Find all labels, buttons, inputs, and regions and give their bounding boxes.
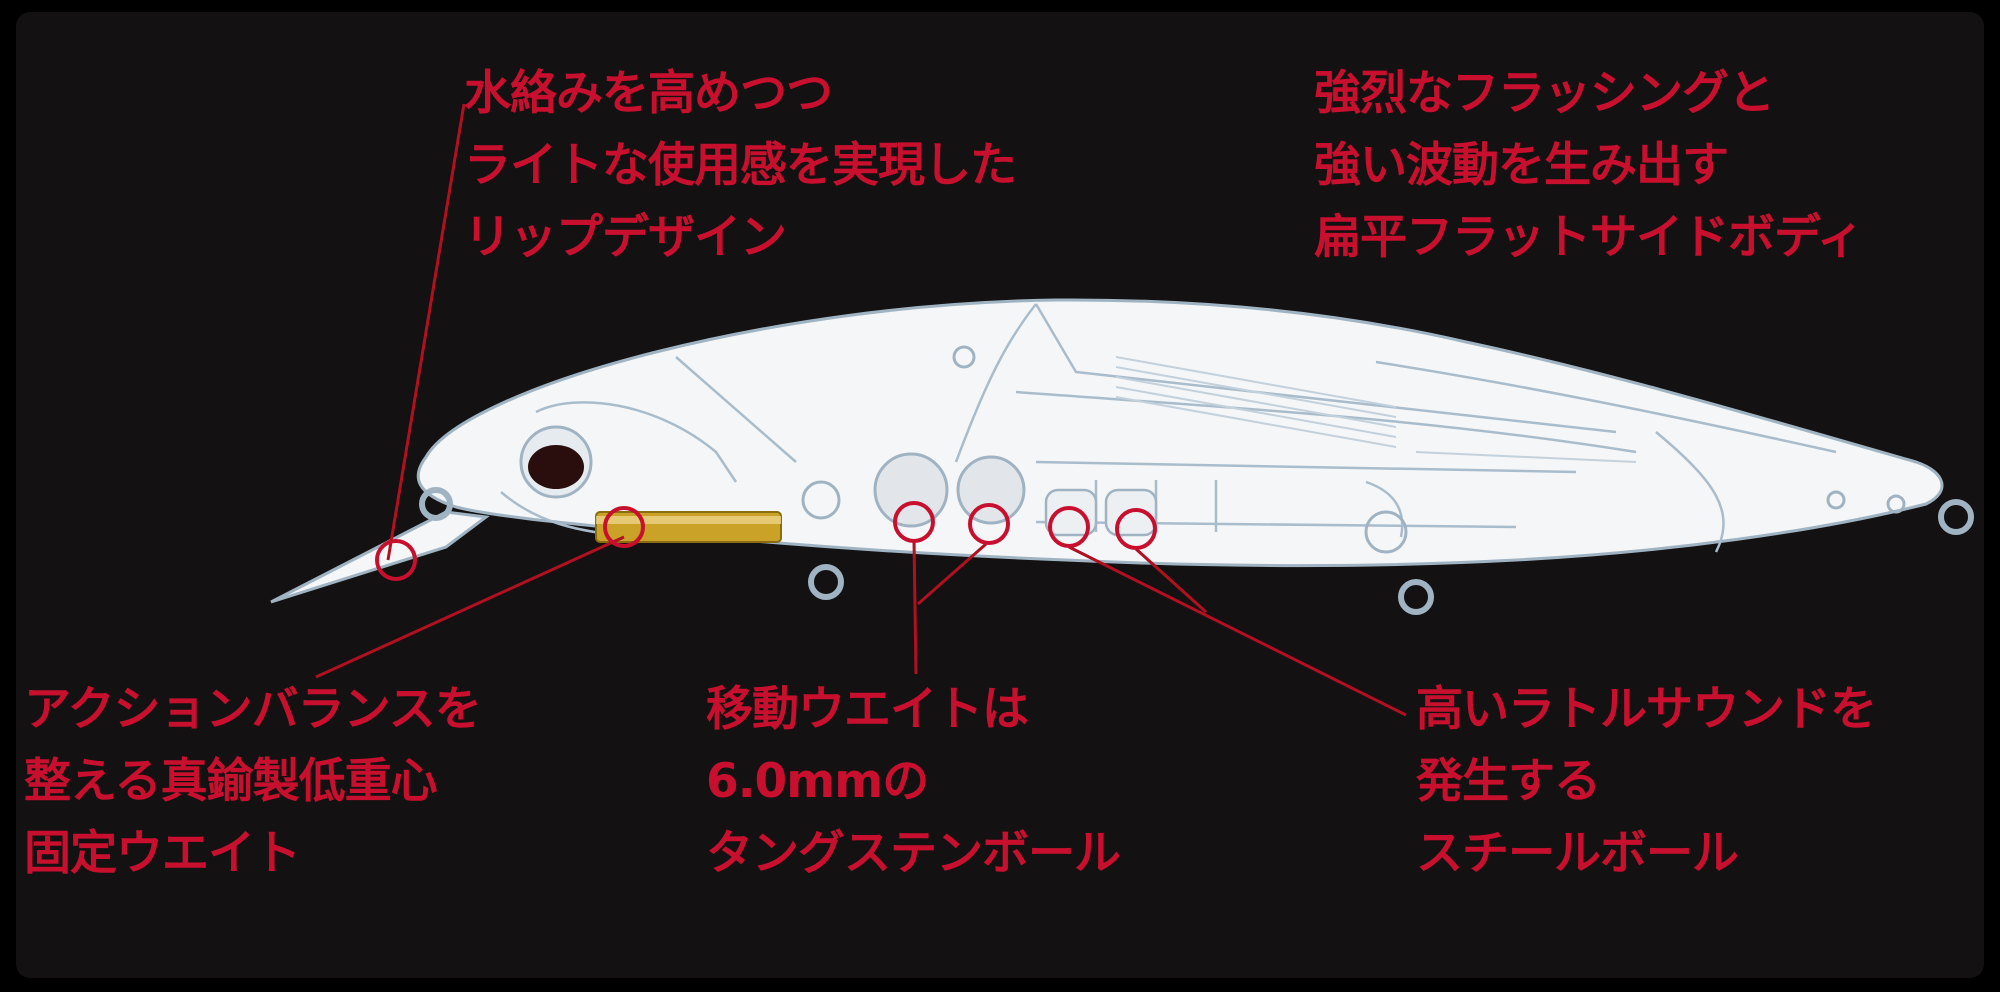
callout-line-steel-1	[1068, 545, 1407, 717]
label-fixed-weight: アクションバランスを 整える真鍮製低重心 固定ウエイト	[24, 682, 482, 881]
lure-illustration	[270, 298, 1974, 615]
label-flat-side-body: 強烈なフラッシングと 強い波動を生み出す 扁平フラットサイドボディ	[1314, 66, 1864, 265]
lure-scale-hatching	[1115, 356, 1637, 463]
callout-marker-lip	[375, 539, 417, 581]
callout-line-steel-2	[1134, 547, 1208, 614]
tungsten-ball-1	[873, 452, 949, 528]
callout-marker-fixed-weight	[603, 506, 645, 548]
label-rattle-steel-ball: 高いラトルサウンドを 発生する スチールボール	[1416, 682, 1877, 881]
rear-hook-hanger	[1398, 579, 1434, 615]
label-moving-weight: 移動ウエイトは 6.0mmの タングステンボール	[706, 682, 1121, 881]
callout-line-tungsten-1	[912, 539, 918, 675]
front-hook-hanger	[808, 564, 844, 600]
callout-markers	[375, 501, 1157, 581]
callout-marker-steel-2	[1115, 508, 1157, 550]
callout-line-fixed-weight	[315, 535, 625, 679]
label-lip-design: 水絡みを高めつつ ライトな使用感を実現した リップデザイン	[464, 66, 1017, 265]
callout-line-tungsten-2	[917, 542, 987, 606]
callout-line-lip	[386, 103, 466, 561]
lure-diagram	[270, 103, 1974, 717]
callout-lines	[315, 103, 1407, 717]
line-eye-front	[419, 487, 453, 521]
diagram-panel: 水絡みを高めつつ ライトな使用感を実現した リップデザイン 強烈なフラッシングと…	[16, 12, 1984, 978]
tail-eye	[1938, 499, 1974, 535]
callout-marker-tungsten-1	[893, 501, 935, 543]
tungsten-ball-2	[956, 455, 1026, 525]
callout-marker-steel-1	[1048, 506, 1090, 548]
lure-eye	[528, 445, 584, 489]
callout-marker-tungsten-2	[968, 503, 1010, 545]
